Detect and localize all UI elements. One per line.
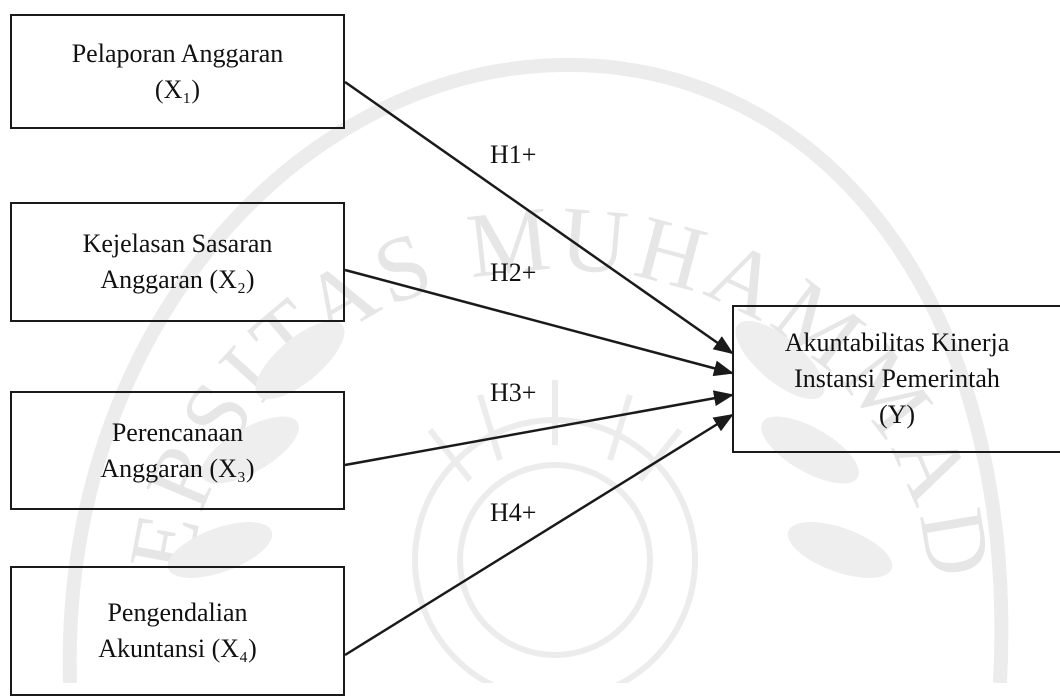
- arrow-h2: [344, 268, 734, 377]
- node-x2-line2: Anggaran (X₂): [100, 265, 255, 294]
- node-x3-line1: Perencanaan: [111, 417, 244, 447]
- arrow-h1: [344, 80, 734, 355]
- hypothesis-label-h1: H1+: [490, 140, 537, 169]
- hypothesis-label-h4: H4+: [490, 498, 537, 527]
- arrow-h3: [344, 390, 734, 467]
- node-x2: Kejelasan Sasaran Anggaran (X₂): [10, 202, 345, 322]
- node-x1: Pelaporan Anggaran (X₁): [10, 14, 345, 129]
- node-y-line2: Instansi Pemerintah: [794, 364, 1000, 393]
- node-x4-line2: Akuntansi (X₄): [98, 634, 257, 663]
- node-y-line3: (Y): [878, 400, 916, 429]
- node-y: Akuntabilitas Kinerja Instansi Pemerinta…: [732, 305, 1060, 453]
- node-x1-line2: (X₁): [154, 74, 201, 104]
- node-x3: Perencanaan Anggaran (X₃): [10, 391, 345, 510]
- node-x4-line1: Pengendalian: [107, 598, 248, 627]
- node-x2-line1: Kejelasan Sasaran: [82, 229, 273, 258]
- hypothesis-label-h3: H3+: [490, 378, 537, 407]
- node-x1-line1: Pelaporan Anggaran: [71, 38, 284, 68]
- watermark-sun-emblem: [412, 380, 698, 683]
- hypothesis-label-h2: H2+: [490, 258, 537, 287]
- watermark-leaf-branch: [167, 320, 893, 578]
- node-y-line1: Akuntabilitas Kinerja: [784, 328, 1010, 357]
- node-x3-line2: Anggaran (X₃): [100, 453, 255, 483]
- arrow-h4: [344, 413, 734, 657]
- watermark-outer-arc: [62, 57, 1009, 683]
